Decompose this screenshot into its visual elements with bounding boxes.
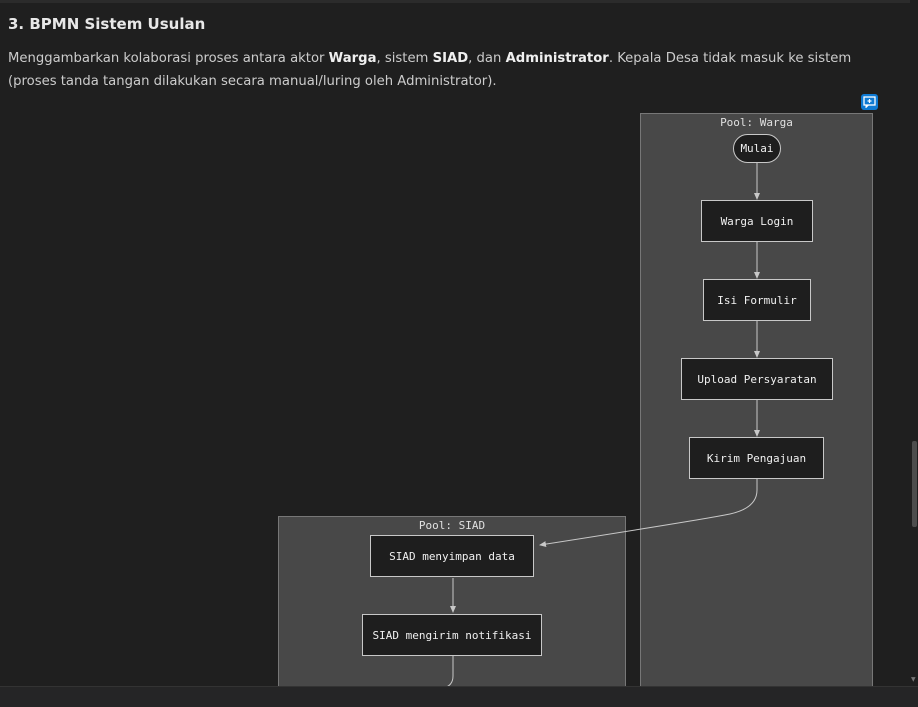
task-kirim-pengajuan: Kirim Pengajuan (689, 437, 824, 479)
desc-actor-admin: Administrator (505, 51, 609, 66)
desc-text: . Kepala Desa tidak masuk ke sistem (pro… (8, 51, 852, 89)
task-siad-menyimpan-data: SIAD menyimpan data (370, 535, 534, 577)
desc-actor-siad: SIAD (432, 51, 469, 66)
pool-label: Pool: SIAD (418, 519, 486, 532)
section-description: Menggambarkan kolaborasi proses antara a… (8, 48, 888, 93)
vertical-scrollbar[interactable] (910, 0, 918, 686)
scroll-down-icon[interactable]: ▼ (911, 676, 916, 683)
add-comment-button[interactable] (861, 94, 878, 110)
section-title: 3. BPMN Sistem Usulan (8, 15, 206, 33)
desc-text: , dan (468, 51, 506, 66)
bottom-panel (0, 686, 918, 707)
pool-label: Pool: Warga (720, 116, 793, 129)
task-upload-persyaratan: Upload Persyaratan (681, 358, 833, 400)
scrollbar-thumb[interactable] (912, 441, 917, 527)
task-warga-login: Warga Login (701, 200, 813, 242)
start-event: Mulai (733, 134, 781, 163)
desc-actor-warga: Warga (328, 51, 377, 66)
desc-text: , sistem (376, 51, 433, 66)
task-siad-mengirim-notifikasi: SIAD mengirim notifikasi (362, 614, 542, 656)
desc-text: Menggambarkan kolaborasi proses antara a… (8, 51, 329, 66)
top-border (0, 0, 918, 3)
task-isi-formulir: Isi Formulir (703, 279, 811, 321)
comment-icon (863, 96, 876, 108)
